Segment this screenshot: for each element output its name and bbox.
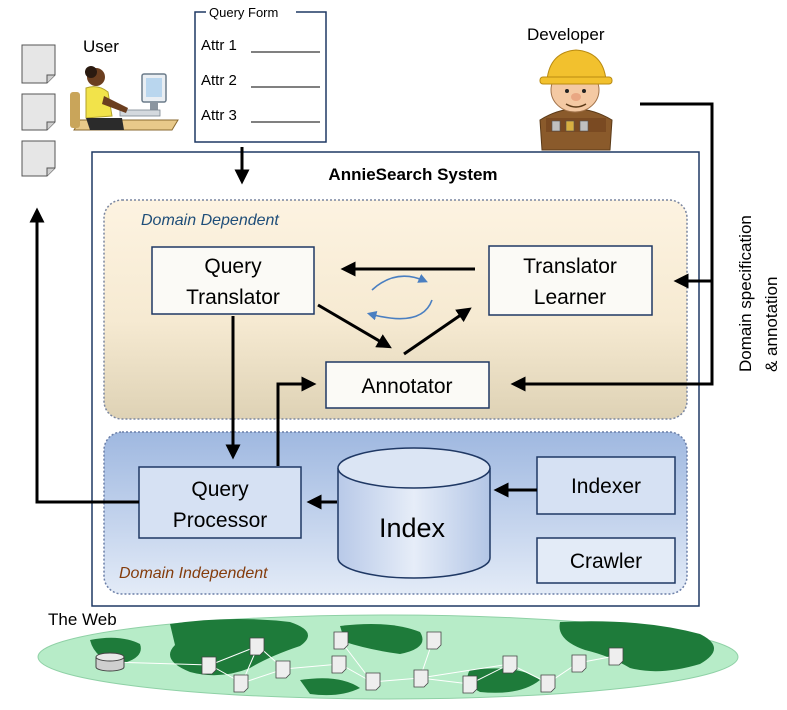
web-label: The Web bbox=[48, 610, 117, 629]
domain-independent-label: Domain Independent bbox=[119, 565, 268, 582]
system-title: AnnieSearch System bbox=[328, 165, 497, 184]
developer-to-annotator-arrow bbox=[510, 102, 714, 392]
query-form-field-label: Attr 3 bbox=[201, 107, 237, 124]
query-processor-box: Query Processor bbox=[138, 466, 302, 539]
web-page-icon bbox=[540, 674, 556, 693]
crawler-label: Crawler bbox=[570, 550, 642, 573]
index-database-icon: Index bbox=[337, 447, 491, 579]
developer-label: Developer bbox=[527, 25, 605, 44]
annotator-label: Annotator bbox=[361, 375, 452, 398]
query-form-field-label: Attr 1 bbox=[201, 37, 237, 54]
web-pages bbox=[201, 631, 624, 694]
query-translator-label: Translator bbox=[186, 286, 280, 309]
document-icon bbox=[21, 44, 56, 84]
crawler-box: Crawler bbox=[536, 537, 676, 584]
translator-learner-label: Learner bbox=[534, 286, 606, 309]
annotator-box: Annotator bbox=[325, 361, 490, 409]
annotator-to-learner-arrow bbox=[403, 307, 472, 356]
query-form-title: Query Form bbox=[209, 5, 278, 20]
web-page-icon bbox=[275, 660, 291, 679]
document-icon bbox=[21, 93, 56, 131]
document-icon bbox=[21, 140, 56, 177]
web-globe bbox=[37, 614, 739, 700]
query-form: Query Form Attr 1 Attr 2 Attr 3 bbox=[194, 4, 327, 143]
query-processor-label: Processor bbox=[173, 509, 268, 532]
query-translator-label: Query bbox=[204, 255, 262, 278]
flow-arrows bbox=[29, 102, 714, 510]
learning-cycle-icon bbox=[366, 274, 433, 321]
document-stack-icon bbox=[21, 44, 56, 177]
web-page-icon bbox=[413, 669, 429, 688]
web-page-icon bbox=[462, 675, 478, 694]
domain-spec-line: Domain specification bbox=[736, 215, 755, 372]
web-page-icon bbox=[426, 631, 442, 650]
domain-spec-line: & annotation bbox=[762, 277, 781, 372]
processor-to-user-arrow bbox=[29, 207, 139, 504]
index-label: Index bbox=[379, 513, 446, 543]
user-label: User bbox=[83, 37, 119, 56]
web-page-icon bbox=[365, 672, 381, 691]
translator-learner-label: Translator bbox=[523, 255, 617, 278]
web-page-icon bbox=[502, 655, 518, 674]
domain-dependent-label: Domain Dependent bbox=[141, 212, 279, 229]
web-page-icon bbox=[249, 637, 265, 656]
web-page-icon bbox=[201, 656, 217, 675]
query-form-field-label: Attr 2 bbox=[201, 72, 237, 89]
query-processor-label: Query bbox=[191, 478, 249, 501]
server-icon bbox=[95, 652, 125, 672]
web-page-icon bbox=[331, 655, 347, 674]
translator-learner-box: Translator Learner bbox=[488, 245, 653, 316]
translator-to-annotator-arrow bbox=[317, 303, 392, 349]
indexer-label: Indexer bbox=[571, 475, 641, 498]
indexer-box: Indexer bbox=[536, 456, 676, 515]
processor-to-annotator-arrow bbox=[276, 376, 317, 466]
query-translator-box: Query Translator bbox=[151, 246, 315, 315]
web-page-icon bbox=[608, 647, 624, 666]
web-page-icon bbox=[333, 631, 349, 650]
web-page-icon bbox=[571, 654, 587, 673]
user-at-computer-icon bbox=[70, 66, 179, 131]
developer-icon bbox=[539, 49, 613, 151]
domain-specification-label: Domain specification & annotation bbox=[736, 215, 781, 372]
web-page-icon bbox=[233, 674, 249, 693]
